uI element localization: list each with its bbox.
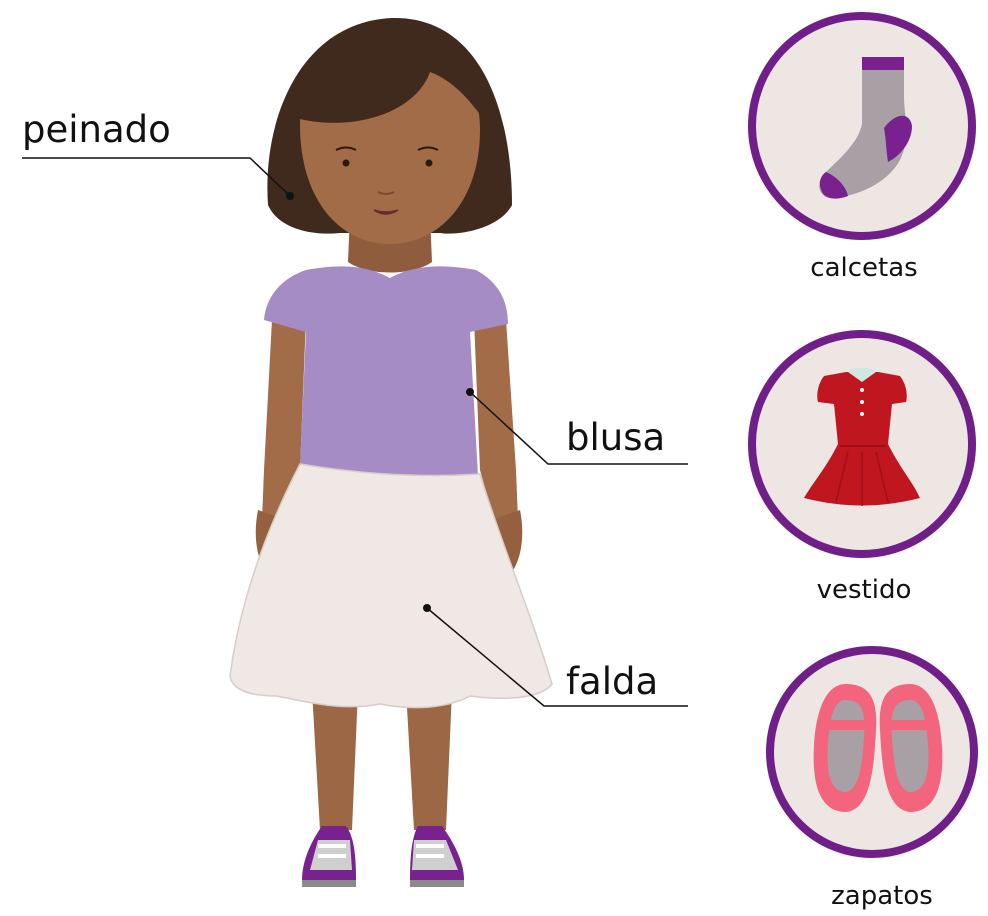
- leader-dot-falda: [423, 604, 431, 612]
- right-leg: [406, 690, 452, 830]
- left-shoe: [302, 826, 356, 887]
- left-leg: [312, 690, 358, 830]
- label-calcetas: calcetas: [810, 253, 917, 283]
- leader-dot-peinado: [286, 192, 294, 200]
- leader-dot-blusa: [466, 388, 474, 396]
- right-shoe: [410, 826, 464, 887]
- leader-line-peinado: [22, 158, 290, 196]
- left-pupil: [343, 160, 350, 167]
- item-calcetas: calcetas: [752, 16, 972, 283]
- right-pupil: [426, 160, 433, 167]
- girl-figure: [230, 18, 552, 887]
- hair-callout: peinado: [22, 108, 294, 200]
- label-blusa: blusa: [566, 416, 665, 459]
- label-zapatos: zapatos: [831, 881, 933, 911]
- item-zapatos: zapatos: [770, 650, 974, 911]
- item-vestido: vestido: [752, 334, 972, 605]
- label-vestido: vestido: [817, 575, 912, 605]
- label-peinado: peinado: [22, 108, 171, 151]
- label-falda: falda: [566, 660, 658, 703]
